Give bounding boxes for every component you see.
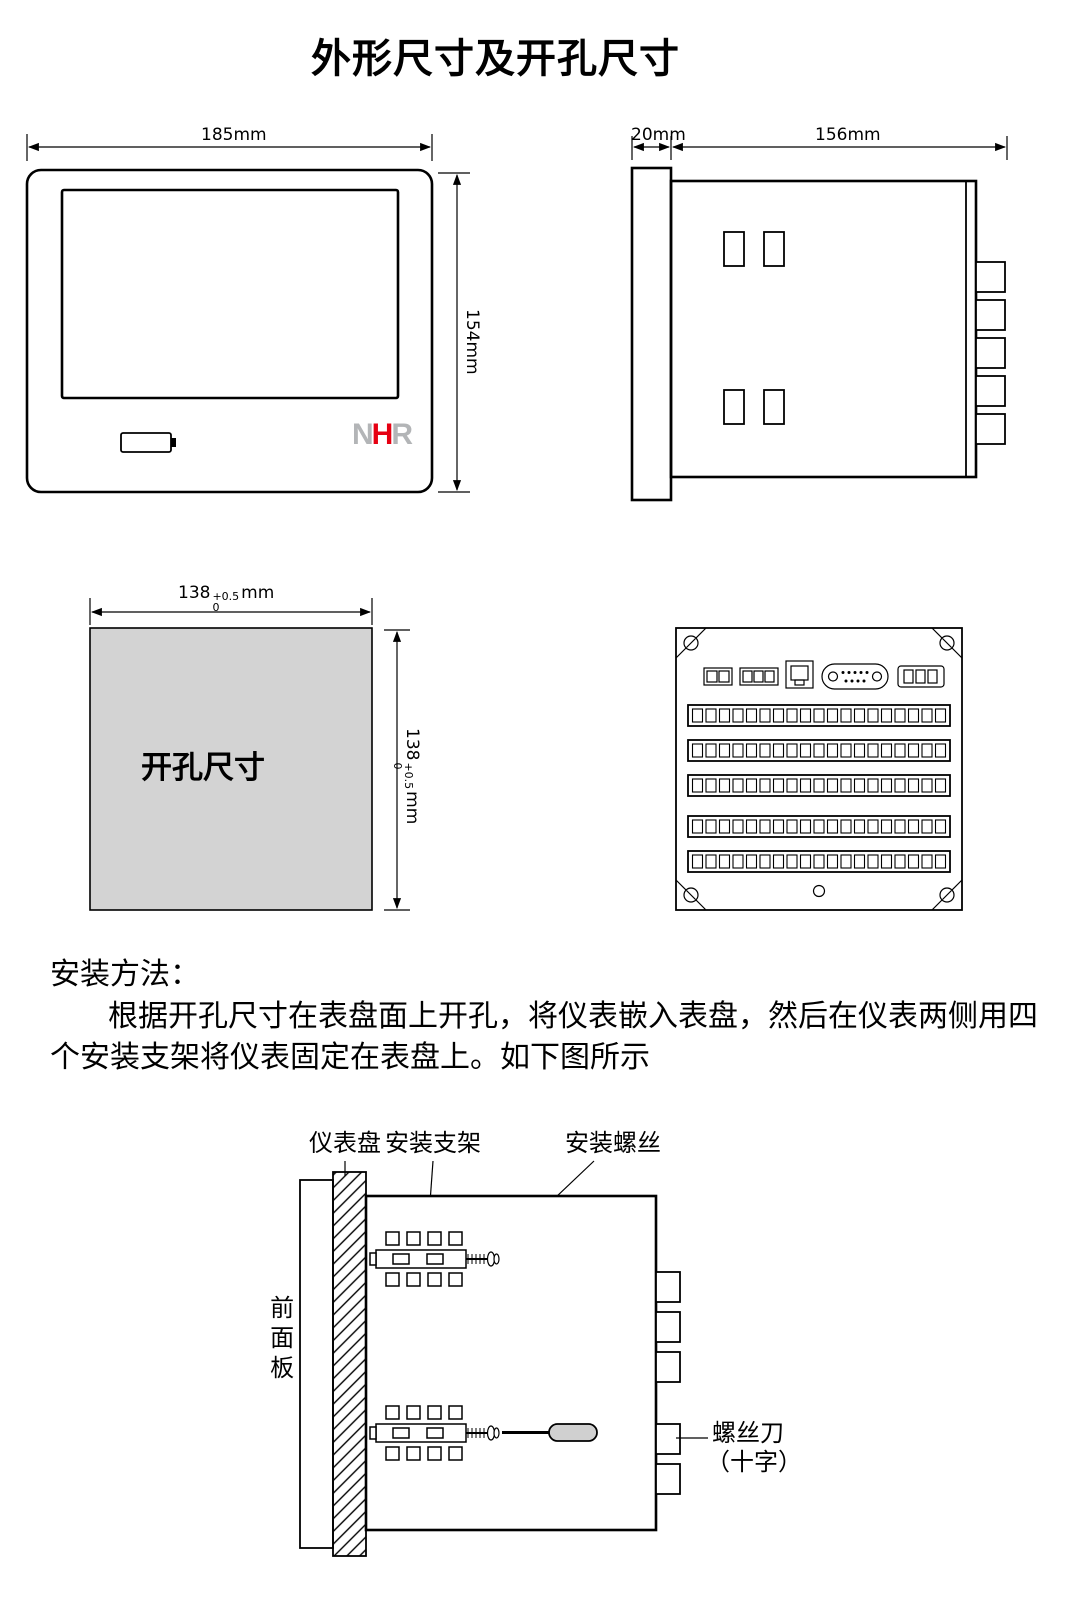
rear-terminal-tabs	[655, 1271, 681, 1495]
screwdriver-label: 螺丝刀	[712, 1421, 784, 1447]
comm-ports	[703, 660, 945, 690]
side-bezel-dim-label: 20mm	[631, 125, 686, 145]
screwdriver-type-label: （十字）	[706, 1450, 802, 1476]
front-height-dimension	[438, 172, 470, 493]
logo-letter-r: R	[391, 418, 413, 451]
cutout-drawing	[89, 598, 410, 911]
db9-port-icon	[821, 663, 889, 690]
logo-letter-n: N	[352, 418, 374, 451]
terminal-strip-4	[687, 815, 951, 838]
side-dimensions	[631, 136, 1008, 160]
battery-icon	[120, 432, 176, 453]
brand-logo: NHR	[352, 418, 413, 453]
side-terminal-tabs	[975, 261, 1006, 445]
cutout-height-value: 138	[402, 728, 422, 761]
terminal-strip-3	[687, 774, 951, 797]
screw-label: 安装螺丝	[565, 1131, 661, 1157]
cutout-width-tol-minus: 0	[212, 601, 220, 614]
device-side-case	[364, 1194, 658, 1532]
power-terminal-icon	[897, 665, 945, 688]
install-heading: 安装方法：	[50, 958, 200, 991]
panel-hatched-strip	[332, 1171, 367, 1557]
bracket-label: 安装支架	[385, 1131, 481, 1157]
page-title: 外形尺寸及开孔尺寸	[311, 37, 680, 81]
front-view-drawing	[25, 134, 470, 494]
cutout-square-label: 开孔尺寸	[141, 750, 265, 785]
screwdriver-icon	[502, 1423, 598, 1442]
terminal-strip-1	[687, 704, 951, 727]
install-paragraph-line1: 根据开孔尺寸在表盘面上开孔，将仪表嵌入表盘，然后在仪表两侧用四	[108, 1000, 1038, 1033]
side-view-drawing	[630, 136, 1008, 502]
logo-letter-h: H	[371, 418, 394, 451]
cutout-height-dimension	[384, 629, 410, 911]
back-panel-drawing	[675, 627, 963, 911]
mounting-diagram	[299, 1160, 708, 1557]
terminal-strip-2	[687, 739, 951, 762]
side-inner-slots	[723, 231, 785, 425]
back-panel-hole	[812, 884, 826, 898]
cutout-width-value: 138	[178, 583, 211, 603]
cutout-width-tol-plus: +0.5	[212, 590, 240, 603]
cutout-height-tol-plus: +0.5	[402, 762, 415, 790]
install-paragraph-line2: 个安装支架将仪表固定在表盘上。如下图所示	[50, 1041, 650, 1074]
device-screen	[60, 188, 400, 400]
side-bezel	[630, 166, 673, 502]
ethernet-port-icon	[785, 660, 814, 689]
side-body	[669, 179, 978, 479]
terminal-strip-5	[687, 850, 951, 873]
front-width-dim-label: 185mm	[201, 125, 267, 145]
corner-screws	[675, 627, 963, 911]
side-depth-dim-label: 156mm	[815, 125, 881, 145]
device-front-outline	[25, 168, 434, 494]
front-height-dim-label: 154mm	[462, 309, 482, 375]
instrument-panel-strip	[299, 1179, 334, 1549]
cutout-width-dimension	[89, 598, 373, 625]
cutout-height-tol-minus: 0	[391, 762, 404, 770]
front-width-dimension	[26, 134, 433, 161]
front-panel-label: 前面板	[265, 1295, 292, 1385]
cutout-square	[89, 627, 373, 911]
cutout-width-unit: mm	[241, 583, 275, 603]
cutout-height-unit: mm	[402, 791, 422, 825]
panel-label: 仪表盘	[309, 1131, 381, 1157]
